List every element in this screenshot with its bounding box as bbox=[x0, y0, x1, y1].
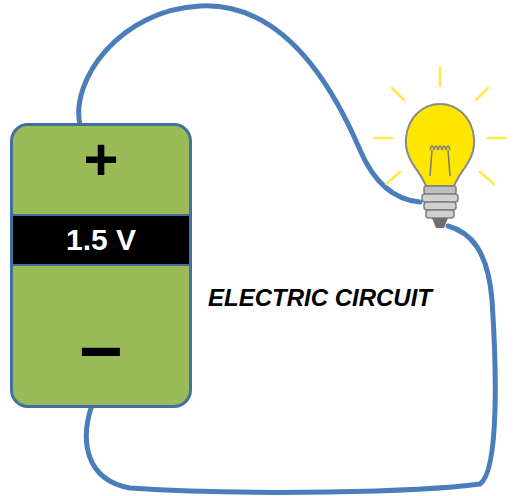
diagram-caption-label: ELECTRIC CIRCUIT bbox=[208, 284, 432, 312]
voltage-label: 1.5 V bbox=[13, 214, 189, 266]
light-bulb bbox=[406, 104, 474, 228]
battery-cell: +1.5 V − bbox=[10, 123, 192, 408]
positive-terminal-sign: + bbox=[13, 123, 189, 200]
negative-terminal-sign: − bbox=[13, 306, 189, 396]
